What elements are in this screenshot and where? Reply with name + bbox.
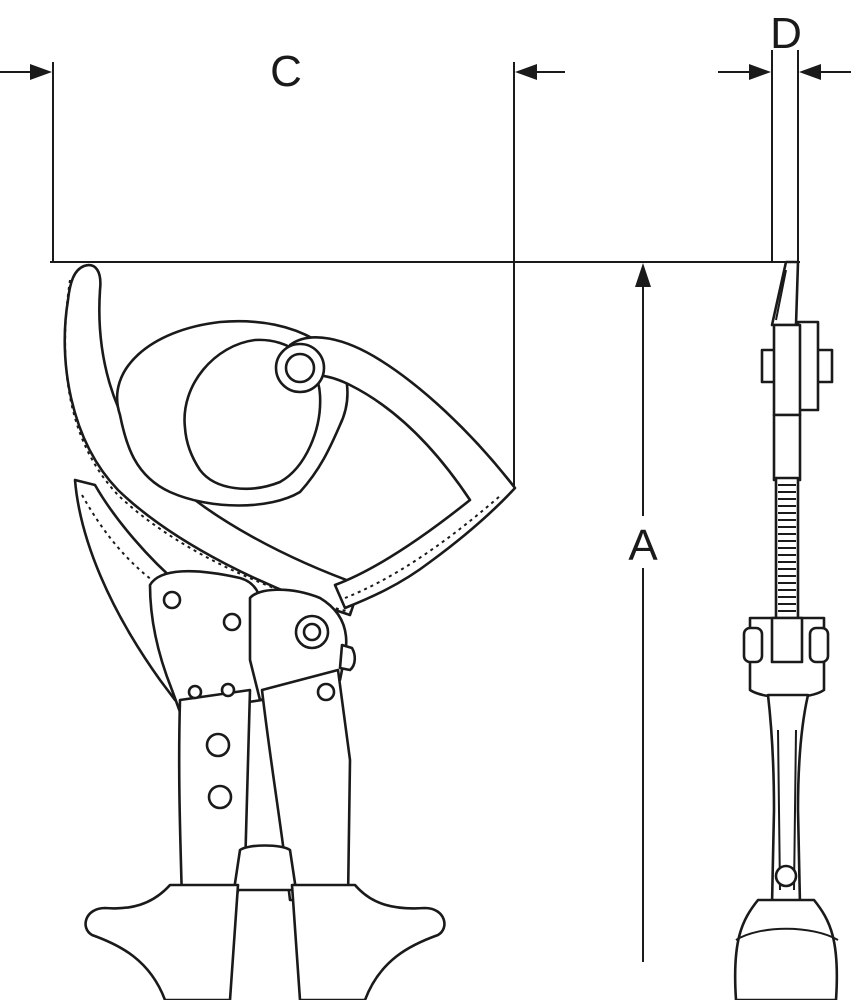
handle-spacer bbox=[232, 844, 298, 892]
right-plate-bolt-inner bbox=[302, 622, 322, 642]
dimension-a: A bbox=[620, 263, 666, 962]
dim-d-label: D bbox=[770, 9, 802, 58]
left-handle-rivet-2 bbox=[220, 682, 236, 698]
cutter-side-view bbox=[733, 260, 839, 1000]
side-grip bbox=[733, 898, 839, 1000]
side-handle-rivet bbox=[774, 864, 798, 888]
right-handle-rivet bbox=[316, 682, 336, 702]
side-jaw-stack bbox=[772, 413, 802, 482]
dim-c-left-arrowhead bbox=[30, 64, 52, 80]
dimension-d: D bbox=[718, 9, 851, 262]
side-housing-core bbox=[770, 616, 804, 664]
side-ratchet-teeth bbox=[778, 484, 796, 612]
right-grip bbox=[290, 883, 446, 1000]
dim-c-right-arrowhead bbox=[515, 64, 537, 80]
fixed-blade-body bbox=[73, 478, 182, 702]
release-tab bbox=[338, 643, 357, 672]
cutter-front-view bbox=[63, 263, 517, 1000]
left-handle-rivet-1 bbox=[187, 684, 203, 700]
left-handle-rivet-4 bbox=[207, 784, 233, 810]
dim-a-arrowhead bbox=[635, 263, 651, 287]
pivot-pin-inner bbox=[284, 352, 316, 384]
dim-d-right-arrowhead bbox=[799, 64, 821, 80]
dim-d-left-arrowhead bbox=[749, 64, 771, 80]
dimension-c: C bbox=[0, 47, 565, 488]
dim-a-label-gap bbox=[620, 518, 666, 568]
left-grip bbox=[84, 883, 240, 1000]
side-handle-edge-left bbox=[777, 729, 781, 891]
side-housing-cap-left bbox=[742, 626, 764, 664]
side-housing-cap-right bbox=[808, 626, 830, 664]
side-head-plates bbox=[772, 323, 802, 417]
side-blade-bevel bbox=[775, 269, 787, 321]
left-plate-screw-2 bbox=[222, 612, 242, 632]
side-handle-edge-right bbox=[793, 729, 797, 891]
left-handle-rivet-3 bbox=[205, 732, 231, 758]
dim-a-label: A bbox=[628, 521, 658, 570]
dim-c-label: C bbox=[270, 47, 302, 96]
left-plate-screw-1 bbox=[162, 590, 182, 610]
curved-blade bbox=[63, 263, 362, 617]
side-grip-flange bbox=[735, 927, 839, 941]
